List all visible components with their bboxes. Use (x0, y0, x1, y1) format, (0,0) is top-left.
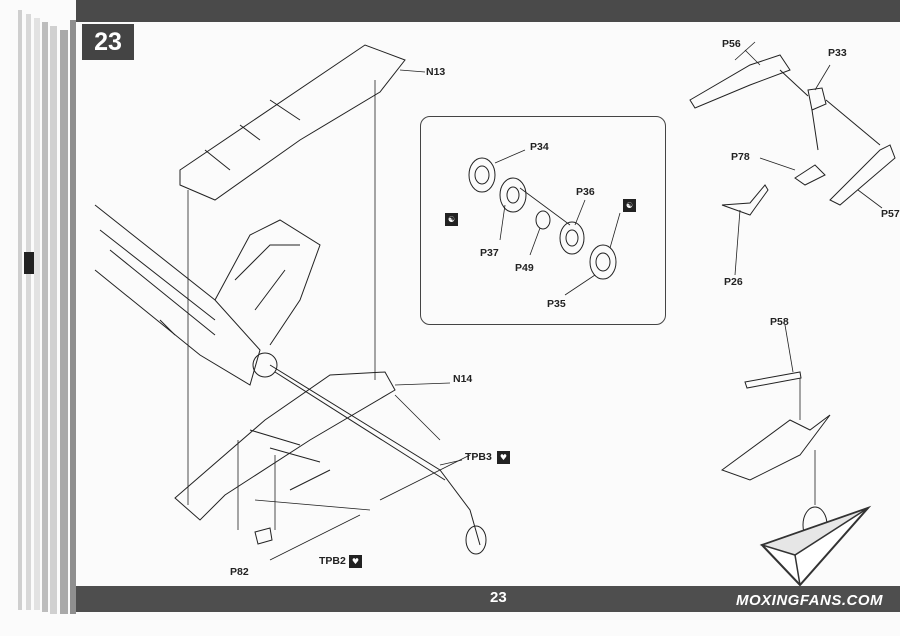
paint-swatch-icon: ☯ (623, 199, 636, 212)
label-p35: P35 (547, 298, 566, 310)
label-tpb2: TPB2 (319, 555, 346, 567)
glue-icon: ♥ (349, 555, 362, 568)
step-number: 23 (82, 24, 134, 60)
part-p57 (829, 144, 896, 206)
part-p36 (559, 221, 585, 255)
fuselage (94, 204, 261, 386)
top-band (76, 0, 900, 22)
part-p33 (807, 87, 827, 111)
label-p34: P34 (530, 141, 549, 153)
watermark-text: MOXINGFANS.COM (736, 592, 884, 609)
label-p36: P36 (576, 186, 595, 198)
gear-leg (269, 364, 481, 546)
flap-n14 (174, 371, 396, 521)
label-p33: P33 (828, 47, 847, 59)
part-p34 (468, 157, 496, 193)
label-p49: P49 (515, 262, 534, 274)
page-number: 23 (490, 589, 507, 606)
part-p58 (744, 371, 802, 389)
part-p26 (721, 184, 769, 216)
label-p37: P37 (480, 247, 499, 259)
part-p37 (499, 177, 527, 213)
label-p82: P82 (230, 566, 249, 578)
flap-n13 (179, 44, 406, 201)
part-p78 (794, 164, 826, 186)
label-n14: N14 (453, 373, 473, 385)
label-p56: P56 (722, 38, 741, 50)
paint-swatch-icon: ☯ (445, 213, 458, 226)
label-p58: P58 (770, 316, 789, 328)
label-p78: P78 (731, 151, 750, 163)
glue-icon: ♥ (497, 451, 510, 464)
bottom-band (76, 586, 900, 612)
label-p57: P57 (881, 208, 900, 220)
label-p26: P26 (724, 276, 743, 288)
part-p56 (689, 54, 791, 109)
label-tpb3: TPB3 (465, 451, 492, 463)
part-p35 (589, 244, 617, 280)
wheel-assembly-inset (420, 116, 666, 325)
part-p49 (535, 210, 551, 230)
label-n13: N13 (426, 66, 446, 78)
